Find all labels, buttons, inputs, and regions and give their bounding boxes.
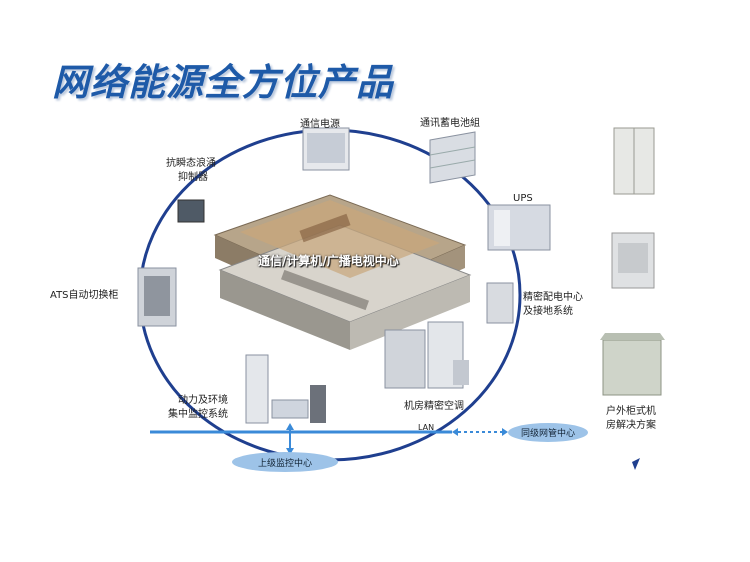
center-label: 通信/计算机/广播电视中心 [258,254,399,268]
data-center-illustration [213,194,472,350]
arrow-left-icon [452,428,458,436]
label-pdu-2: 及接地系统 [523,306,573,317]
outdoor-cabinet-image [613,127,655,195]
surge-suppressor-image [177,199,205,223]
aircon-image [384,321,469,389]
label-outdoor-2: 房解决方案 [606,420,656,431]
label-monitor-2: 集中监控系统 [168,409,228,420]
ats-image [137,267,177,327]
label-telecom-power: 通信电源 [300,119,340,130]
label-lan: LAN [418,423,435,432]
label-ups: UPS [513,193,533,204]
label-battery: 通讯蓄电池組 [420,118,480,129]
ups-image [487,204,551,251]
label-ats: ATS自动切换柜 [50,290,119,301]
outdoor-shelter-image [600,333,665,396]
monitoring-system-image [245,354,326,424]
label-monitor-1: 动力及环境 [178,395,228,406]
label-outdoor-1: 户外柜式机 [606,406,656,417]
label-pdu-1: 精密配电中心 [523,292,583,303]
pdu-image [486,282,514,324]
small-marker-icon [632,458,640,470]
battery-bank-image [429,131,476,184]
outdoor-aircon-image [611,232,655,289]
label-aircon: 机房精密空调 [404,401,464,412]
upper-monitor-center: 上级监控中心 [232,452,338,472]
power-supply-rack-image [302,127,350,171]
peer-nms-center: 同级网管中心 [508,423,588,442]
page-title: 网络能源全方位产品 [52,61,394,104]
arrow-right-icon [502,428,508,436]
label-surge-1: 抗瞬态浪涌 [166,158,216,169]
arrow-up-icon [286,423,294,430]
label-surge-2: 抑制器 [178,172,208,183]
arrow-down-icon [286,448,294,455]
